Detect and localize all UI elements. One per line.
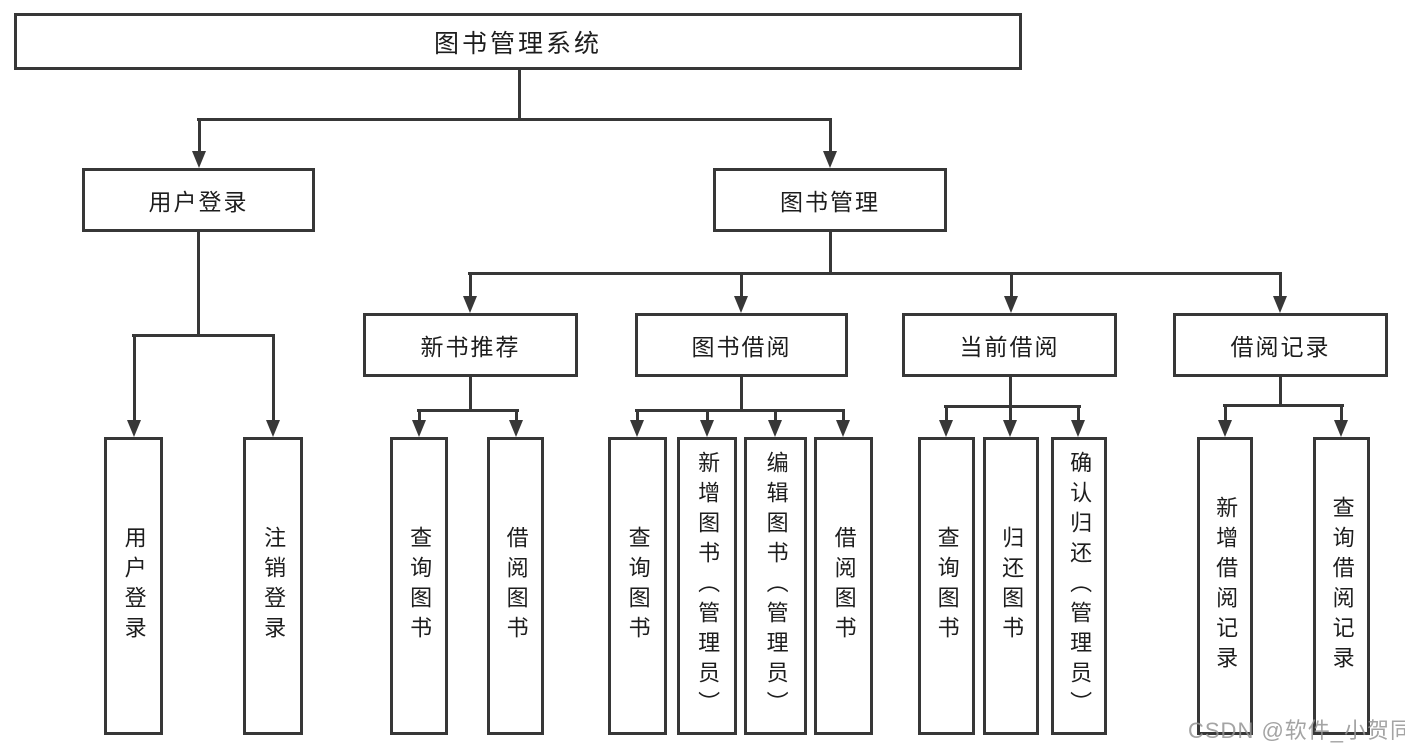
node-bb-query-books: 查询图书 [608, 437, 667, 735]
connector-stem [1340, 404, 1343, 421]
node-label: 编辑图书（管理员） [763, 451, 789, 721]
node-label: 确认归还（管理员） [1067, 451, 1093, 721]
node-borrowing-records: 借阅记录 [1173, 313, 1388, 377]
node-label: 用户登录 [148, 189, 249, 215]
node-current-borrowing: 当前借阅 [902, 313, 1117, 377]
arrow-down-icon [1334, 420, 1348, 437]
node-label: 当前借阅 [959, 334, 1060, 360]
node-bb-add-books-admin: 新增图书（管理员） [677, 437, 737, 735]
connector-stem [945, 405, 948, 421]
arrow-down-icon [412, 420, 426, 437]
connector-stem [1279, 272, 1282, 297]
node-user-login: 用户登录 [82, 168, 315, 232]
node-rec-query-books: 查询图书 [390, 437, 448, 735]
arrow-down-icon [1273, 296, 1287, 313]
node-rec-borrow-books: 借阅图书 [487, 437, 544, 735]
connector-hline [197, 118, 832, 121]
node-library-management-system: 图书管理系统 [14, 13, 1022, 70]
node-book-borrowing: 图书借阅 [635, 313, 848, 377]
arrow-down-icon [463, 296, 477, 313]
arrow-down-icon [630, 420, 644, 437]
connector-hline [132, 334, 275, 337]
connector-stem [774, 409, 777, 421]
node-label: 归还图书 [999, 526, 1025, 646]
node-label: 用户登录 [121, 526, 147, 646]
node-new-book-recommendation: 新书推荐 [363, 313, 578, 377]
connector-stem [198, 118, 201, 152]
node-label: 查询图书 [625, 526, 651, 646]
connector-hline [417, 409, 519, 412]
connector-stem [842, 409, 845, 421]
arrow-down-icon [266, 420, 280, 437]
arrow-down-icon [1004, 296, 1018, 313]
arrow-down-icon [127, 420, 141, 437]
connector-stem [272, 334, 275, 421]
node-leaf-user-login: 用户登录 [104, 437, 163, 735]
connector-stem [1010, 272, 1013, 297]
node-label: 新增图书（管理员） [695, 451, 721, 721]
connector-vline [740, 377, 743, 412]
node-label: 新增借阅记录 [1213, 496, 1239, 676]
node-label: 查询图书 [934, 526, 960, 646]
connector-hline [1223, 404, 1344, 407]
connector-vline [469, 377, 472, 412]
connector-hline [635, 409, 845, 412]
node-bb-borrow-books: 借阅图书 [814, 437, 873, 735]
node-cb-return-books: 归还图书 [983, 437, 1039, 735]
node-bb-edit-books-admin: 编辑图书（管理员） [744, 437, 807, 735]
node-leaf-logout: 注销登录 [243, 437, 303, 735]
arrow-down-icon [1071, 420, 1085, 437]
arrow-down-icon [939, 420, 953, 437]
connector-vline [1009, 377, 1012, 408]
node-label: 借阅记录 [1230, 334, 1331, 360]
arrow-down-icon [700, 420, 714, 437]
node-label: 借阅图书 [831, 526, 857, 646]
connector-stem [636, 409, 639, 421]
node-label: 新书推荐 [420, 334, 521, 360]
node-book-management: 图书管理 [713, 168, 947, 232]
arrow-down-icon [734, 296, 748, 313]
connector-hline [468, 272, 1282, 275]
connector-vline [1279, 377, 1282, 407]
arrow-down-icon [823, 151, 837, 168]
arrow-down-icon [768, 420, 782, 437]
node-label: 图书管理系统 [433, 29, 602, 58]
connector-hline [944, 405, 1081, 408]
connector-stem [418, 409, 421, 421]
node-label: 图书管理 [780, 189, 880, 215]
node-label: 查询图书 [407, 526, 433, 646]
arrow-down-icon [1218, 420, 1232, 437]
node-cb-query-books: 查询图书 [918, 437, 975, 735]
arrow-down-icon [836, 420, 850, 437]
connector-stem [1009, 405, 1012, 421]
connector-stem [1077, 405, 1080, 421]
connector-stem [133, 334, 136, 421]
watermark: CSDN @软件_小贺同学 [1188, 718, 1405, 743]
connector-stem [469, 272, 472, 297]
connector-stem [1224, 404, 1227, 421]
node-cb-confirm-return-admin: 确认归还（管理员） [1051, 437, 1107, 735]
connector-stem [829, 118, 832, 152]
arrow-down-icon [192, 151, 206, 168]
node-label: 图书借阅 [691, 334, 792, 360]
node-label: 注销登录 [261, 526, 287, 646]
connector-stem [706, 409, 709, 421]
connector-vline [829, 232, 832, 275]
node-label: 查询借阅记录 [1329, 496, 1355, 676]
arrow-down-icon [1003, 420, 1017, 437]
connector-stem [515, 409, 518, 421]
connector-vline [197, 232, 200, 337]
node-br-add-record: 新增借阅记录 [1197, 437, 1253, 735]
connector-stem [740, 272, 743, 297]
arrow-down-icon [509, 420, 523, 437]
node-br-query-record: 查询借阅记录 [1313, 437, 1370, 735]
node-label: 借阅图书 [503, 526, 529, 646]
connector-vline [518, 70, 521, 121]
